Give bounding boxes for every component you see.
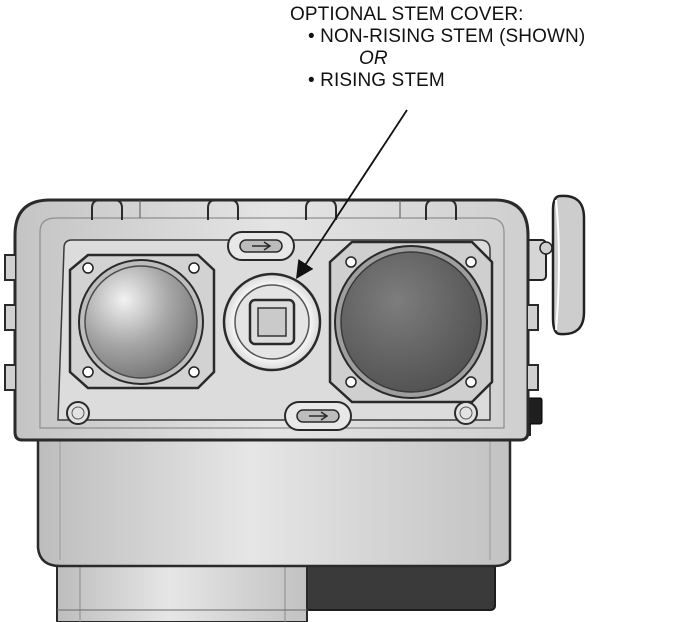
slot-handle-bottom bbox=[284, 401, 352, 431]
stem-cover bbox=[222, 272, 322, 372]
callout-option-rising-stem: • RISING STEM bbox=[308, 70, 445, 91]
slot-handle-top bbox=[227, 231, 295, 261]
callout-conjunction-or: OR bbox=[359, 48, 388, 69]
top-lugs bbox=[91, 199, 457, 220]
handwheel bbox=[525, 194, 586, 336]
left-display-window bbox=[68, 253, 216, 390]
lower-housing bbox=[36, 428, 512, 568]
side-lugs bbox=[4, 254, 539, 391]
callout-title: OPTIONAL STEM COVER: bbox=[290, 4, 524, 25]
mounting-bolt-holes bbox=[66, 401, 478, 425]
right-display-window bbox=[328, 240, 494, 404]
callout-leader-arrow bbox=[296, 109, 408, 280]
callout-option-non-rising-stem: • NON-RISING STEM (SHOWN) bbox=[308, 26, 586, 47]
